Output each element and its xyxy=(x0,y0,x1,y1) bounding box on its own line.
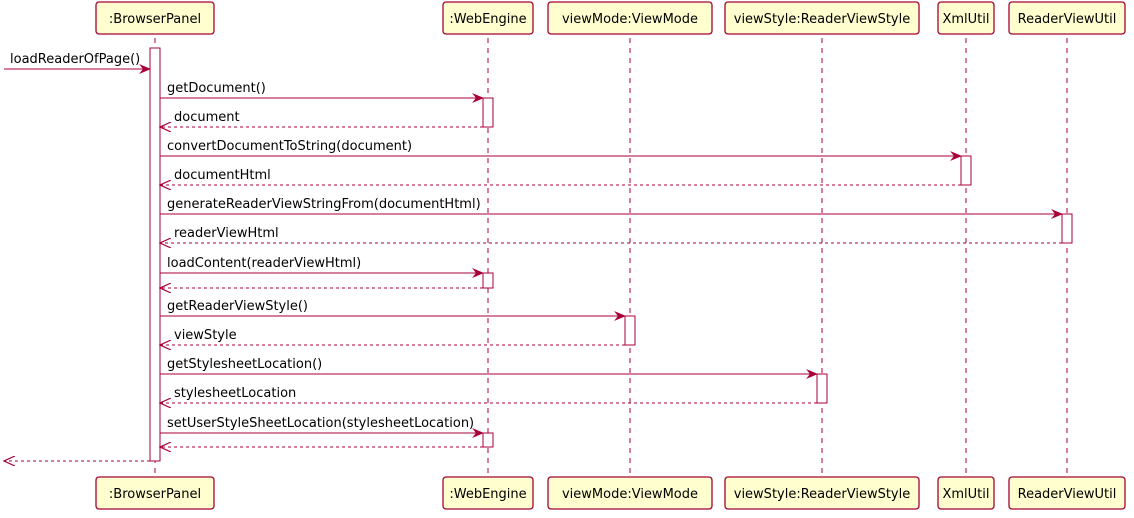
message-label: getDocument() xyxy=(167,81,266,96)
participant-label: viewMode:ViewMode xyxy=(562,487,698,502)
return-message: document xyxy=(160,110,483,127)
participant-label: :BrowserPanel xyxy=(109,12,201,27)
participant-box xyxy=(724,476,920,510)
participants-layer: :BrowserPanel :BrowserPanel :WebEngine :Web… xyxy=(95,1,1126,510)
participant-ru-bottom: ReaderViewUtil xyxy=(1008,476,1126,510)
participant-label: viewStyle:ReaderViewStyle xyxy=(734,487,910,502)
return-message: documentHtml xyxy=(160,168,961,185)
participant-xu-top: XmlUtil xyxy=(937,1,995,35)
message-label: getStylesheetLocation() xyxy=(167,357,322,372)
participant-label: XmlUtil xyxy=(942,487,989,502)
message-label: readerViewHtml xyxy=(174,226,279,241)
message-label: generateReaderViewStringFrom(documentHtm… xyxy=(167,197,481,212)
message-label: documentHtml xyxy=(174,168,271,183)
participant-vm-bottom: viewMode:ViewMode xyxy=(547,476,713,510)
activation-bar-xu xyxy=(960,155,972,186)
participant-label: ReaderViewUtil xyxy=(1018,12,1117,27)
participant-box xyxy=(937,476,995,510)
participant-box xyxy=(1008,476,1126,510)
message-label: getReaderViewStyle() xyxy=(167,299,308,314)
participant-label: ReaderViewUtil xyxy=(1018,487,1117,502)
message-label: stylesheetLocation xyxy=(174,386,296,401)
call-message: loadContent(readerViewHtml) xyxy=(160,256,484,278)
participant-we-bottom: :WebEngine xyxy=(442,476,534,510)
participant-label: viewMode:ViewMode xyxy=(562,12,698,27)
call-message: getReaderViewStyle() xyxy=(160,299,626,321)
participant-label: :BrowserPanel xyxy=(109,487,201,502)
participant-box xyxy=(442,476,534,510)
activation-bar-we xyxy=(482,272,494,289)
return-message: readerViewHtml xyxy=(160,226,1062,243)
messages-layer: loadReaderOfPage() getDocument() document c… xyxy=(4,52,1063,461)
participant-label: :WebEngine xyxy=(449,12,526,27)
participant-xu-bottom: XmlUtil xyxy=(937,476,995,510)
participant-box xyxy=(547,476,713,510)
participant-box xyxy=(95,476,215,510)
activations-layer xyxy=(149,47,1073,462)
message-label: loadReaderOfPage() xyxy=(10,52,140,67)
activation-bar-we xyxy=(482,432,494,448)
call-message: generateReaderViewStringFrom(documentHtm… xyxy=(160,197,1063,219)
call-message: convertDocumentToString(document) xyxy=(160,139,962,161)
message-label: setUserStyleSheetLocation(stylesheetLoca… xyxy=(167,416,474,431)
message-label: document xyxy=(174,110,240,125)
activation-bar-we xyxy=(482,97,494,128)
return-message: viewStyle xyxy=(160,328,625,345)
participant-box xyxy=(937,1,995,35)
participant-label: viewStyle:ReaderViewStyle xyxy=(734,12,910,27)
message-label: loadContent(readerViewHtml) xyxy=(167,256,361,271)
participant-vs-top: viewStyle:ReaderViewStyle xyxy=(724,1,920,35)
activation-bar-ru xyxy=(1061,213,1073,244)
call-message: setUserStyleSheetLocation(stylesheetLoca… xyxy=(160,416,484,438)
participant-box xyxy=(95,1,215,35)
call-message: loadReaderOfPage() xyxy=(4,52,151,74)
participant-we-top: :WebEngine xyxy=(442,1,534,35)
participant-label: XmlUtil xyxy=(942,12,989,27)
activation-bar-vs xyxy=(816,373,828,404)
call-message: getStylesheetLocation() xyxy=(160,357,818,379)
message-label: viewStyle xyxy=(174,328,237,343)
participant-vm-top: viewMode:ViewMode xyxy=(547,1,713,35)
participant-box xyxy=(442,1,534,35)
participant-bp-top: :BrowserPanel xyxy=(95,1,215,35)
participant-label: :WebEngine xyxy=(449,487,526,502)
activation-bar-vm xyxy=(624,315,636,346)
participant-box xyxy=(1008,1,1126,35)
activation-bar-bp xyxy=(149,47,161,462)
participant-ru-top: ReaderViewUtil xyxy=(1008,1,1126,35)
message-label: convertDocumentToString(document) xyxy=(167,139,412,154)
participant-vs-bottom: viewStyle:ReaderViewStyle xyxy=(724,476,920,510)
call-message: getDocument() xyxy=(160,81,484,103)
participant-bp-bottom: :BrowserPanel xyxy=(95,476,215,510)
return-message: stylesheetLocation xyxy=(160,386,817,403)
participant-box xyxy=(724,1,920,35)
participant-box xyxy=(547,1,713,35)
